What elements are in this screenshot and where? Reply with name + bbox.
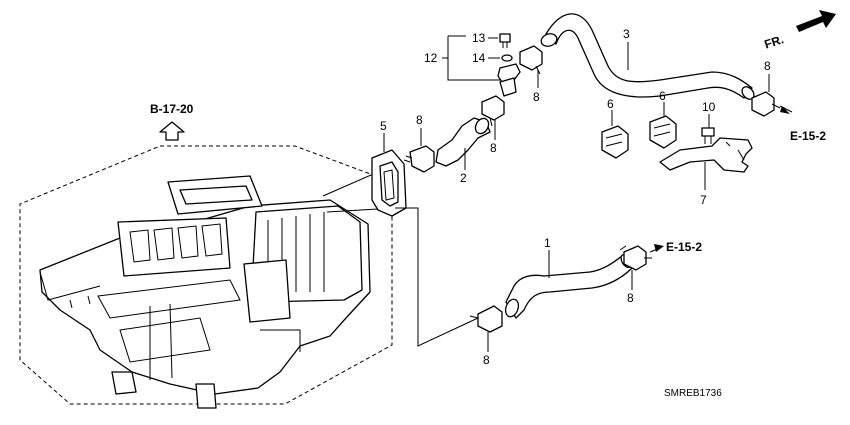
- heater-unit-ref-label: B-17-20: [150, 102, 194, 116]
- outlet-upper-ref-label: E-15-2: [790, 129, 826, 143]
- part-6-clip-right: 6: [649, 89, 677, 149]
- up-arrow-icon: [159, 121, 185, 141]
- heater-unit-drawing: [39, 175, 371, 409]
- heater-unit-boundary: [19, 145, 393, 405]
- callout-8-b: 8: [490, 141, 497, 155]
- callout-1: 1: [544, 236, 551, 250]
- part-8-clamp-lower-right: 8: [619, 244, 664, 305]
- callout-13: 13: [472, 31, 486, 45]
- front-label: FR.: [763, 32, 786, 51]
- front-arrow-icon: [796, 10, 836, 32]
- part-2-short-hose: 2: [435, 117, 491, 185]
- callout-12: 12: [424, 51, 438, 65]
- leader-grommet-to-lower-clamp: [395, 207, 479, 347]
- callout-7: 7: [700, 193, 707, 207]
- heater-unit-reference: B-17-20: [150, 102, 194, 141]
- part-8-clamp-upper-left: 8: [403, 113, 435, 173]
- front-direction-indicator: FR.: [763, 10, 836, 52]
- part-6-clip-left: 6: [601, 97, 629, 159]
- callout-10: 10: [702, 100, 716, 114]
- callout-14: 14: [472, 51, 486, 65]
- part-8-clamp-joint: 8: [519, 45, 543, 104]
- part-7-bracket: 7: [659, 137, 753, 207]
- callout-5: 5: [380, 119, 387, 133]
- arrow-lower-outlet-icon: [654, 244, 664, 252]
- part-10-bolt: 10: [701, 100, 716, 144]
- callout-8-f: 8: [483, 353, 490, 367]
- part-3-long-hose: 3: [540, 13, 755, 100]
- part-1-lower-hose: 1: [504, 236, 633, 319]
- callout-6-b: 6: [659, 89, 666, 103]
- arrow-upper-outlet-icon: [780, 106, 790, 114]
- callout-6-a: 6: [607, 97, 614, 111]
- callout-3: 3: [623, 27, 630, 41]
- diagram-code: SMREB1736: [664, 388, 722, 399]
- callout-8-c: 8: [533, 90, 540, 104]
- callout-2: 2: [460, 171, 467, 185]
- callout-8-e: 8: [627, 291, 634, 305]
- part-12-joint-assembly: 13 14 12: [424, 31, 521, 97]
- callout-8-d: 8: [764, 59, 771, 73]
- part-8-clamp-upper-right: 8: [751, 59, 793, 117]
- callout-8-a: 8: [416, 113, 423, 127]
- part-5-grommet: 5: [371, 119, 407, 217]
- part-8-clamp-lower-left: 8: [469, 305, 503, 367]
- outlet-lower-ref-label: E-15-2: [666, 240, 702, 254]
- part-8-clamp-center: 8: [481, 95, 505, 155]
